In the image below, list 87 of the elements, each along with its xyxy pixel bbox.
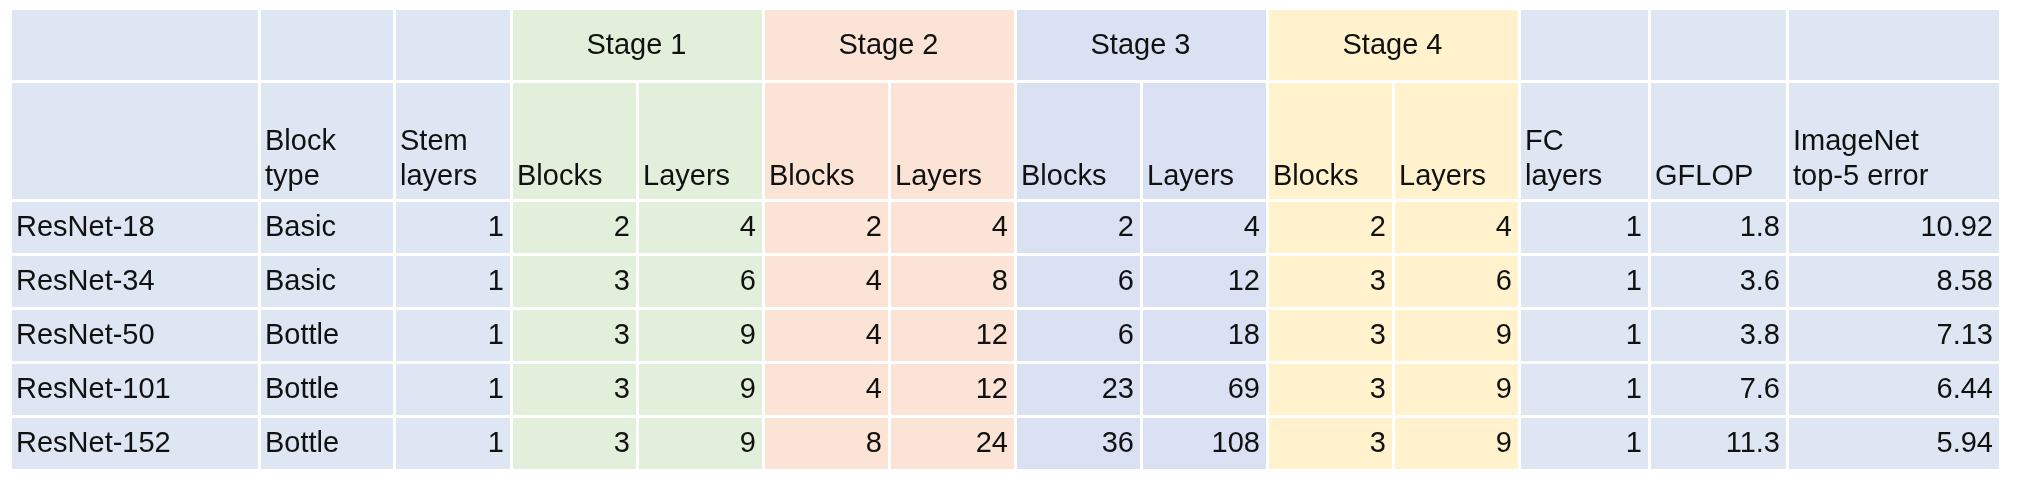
- row-header: ResNet-101: [16, 371, 171, 406]
- table-cell: 9: [739, 371, 756, 406]
- table-cell: 3: [1369, 263, 1386, 298]
- table-cell: 9: [739, 425, 756, 460]
- column-header: Blocks: [1273, 158, 1359, 193]
- table-cell: 9: [1495, 317, 1512, 352]
- table-cell: 3: [613, 317, 630, 352]
- table-cell: 4: [1243, 209, 1260, 244]
- table-cell: 2: [865, 209, 882, 244]
- column-header: Layers: [1399, 158, 1487, 193]
- table-cell: 4: [1495, 209, 1512, 244]
- table-cell: Basic: [265, 209, 336, 244]
- table-cell: 8.58: [1936, 263, 1993, 298]
- table-cell: 24: [975, 425, 1008, 460]
- table-cell: 23: [1101, 371, 1134, 406]
- table-cell: 2: [613, 209, 630, 244]
- table-cell: 6: [1117, 317, 1134, 352]
- table-cell: 108: [1211, 425, 1260, 460]
- table-cell: 36: [1101, 425, 1134, 460]
- table-cell: 6.44: [1936, 371, 1993, 406]
- table-cell: 12: [975, 371, 1008, 406]
- table-cell: 4: [865, 317, 882, 352]
- table-cell: 1: [1625, 317, 1642, 352]
- table-cell: 3: [1369, 371, 1386, 406]
- table-cell: 3.8: [1739, 317, 1780, 352]
- column-header: Stage 2: [838, 26, 939, 62]
- table-cell: 6: [1495, 263, 1512, 298]
- row-header: ResNet-18: [16, 209, 155, 244]
- table-cell: 3.6: [1739, 263, 1780, 298]
- table-cell: 3: [613, 425, 630, 460]
- table-cell: 4: [865, 263, 882, 298]
- table-cell: 1: [1625, 209, 1642, 244]
- table-cell: 3: [613, 263, 630, 298]
- table-cell: 11.3: [1725, 425, 1780, 460]
- column-header: Block type: [265, 123, 337, 193]
- table-cell: Bottle: [265, 425, 340, 460]
- column-header: FC layers: [1525, 123, 1604, 193]
- row-header: ResNet-152: [16, 425, 171, 460]
- table-cell: 1: [487, 263, 504, 298]
- table-cell: 3: [1369, 317, 1386, 352]
- table-cell: 9: [739, 317, 756, 352]
- table-cell: 12: [975, 317, 1008, 352]
- table-cell: 1: [487, 317, 504, 352]
- column-header: Stage 1: [586, 26, 687, 62]
- table-cell: 1: [487, 209, 504, 244]
- row-header: ResNet-34: [16, 263, 155, 298]
- table-cell: Basic: [265, 263, 336, 298]
- column-header: Stage 4: [1342, 26, 1443, 62]
- table-cell: 5.94: [1936, 425, 1993, 460]
- table-cell: 1: [1625, 371, 1642, 406]
- table-cell: 3: [613, 371, 630, 406]
- table-cell: 4: [991, 209, 1008, 244]
- table-cell: 7.6: [1739, 371, 1780, 406]
- column-header: ImageNet top-5 error: [1793, 123, 1930, 193]
- table-cell: 18: [1227, 317, 1260, 352]
- table-cell: 6: [739, 263, 756, 298]
- column-header: Stage 3: [1090, 26, 1191, 62]
- column-header: Layers: [1147, 158, 1235, 193]
- table-cell: 69: [1227, 371, 1260, 406]
- table-cell: 1: [487, 371, 504, 406]
- table-cell: 1.8: [1739, 209, 1780, 244]
- table-cell: 1: [1625, 263, 1642, 298]
- table-cell: 1: [487, 425, 504, 460]
- table-cell: 12: [1227, 263, 1260, 298]
- column-header: Blocks: [1021, 158, 1107, 193]
- table-cell: 2: [1369, 209, 1386, 244]
- table-cell: 2: [1117, 209, 1134, 244]
- column-header: Layers: [895, 158, 983, 193]
- column-header: GFLOP: [1655, 158, 1754, 193]
- table-cell: 6: [1117, 263, 1134, 298]
- column-header: Blocks: [517, 158, 603, 193]
- table-cell: 3: [1369, 425, 1386, 460]
- table-cell: 7.13: [1936, 317, 1993, 352]
- table-cell: 8: [991, 263, 1008, 298]
- table-cell: 9: [1495, 425, 1512, 460]
- table-cell: 10.92: [1920, 209, 1993, 244]
- column-header: Blocks: [769, 158, 855, 193]
- table-cell: 8: [865, 425, 882, 460]
- table-cell: 1: [1625, 425, 1642, 460]
- table-cell: 4: [865, 371, 882, 406]
- table-cell: 4: [739, 209, 756, 244]
- table-cell: Bottle: [265, 317, 340, 352]
- table-cell: Bottle: [265, 371, 340, 406]
- column-header: Layers: [643, 158, 731, 193]
- row-header: ResNet-50: [16, 317, 155, 352]
- table-cell: 9: [1495, 371, 1512, 406]
- column-header: Stem layers: [400, 123, 479, 193]
